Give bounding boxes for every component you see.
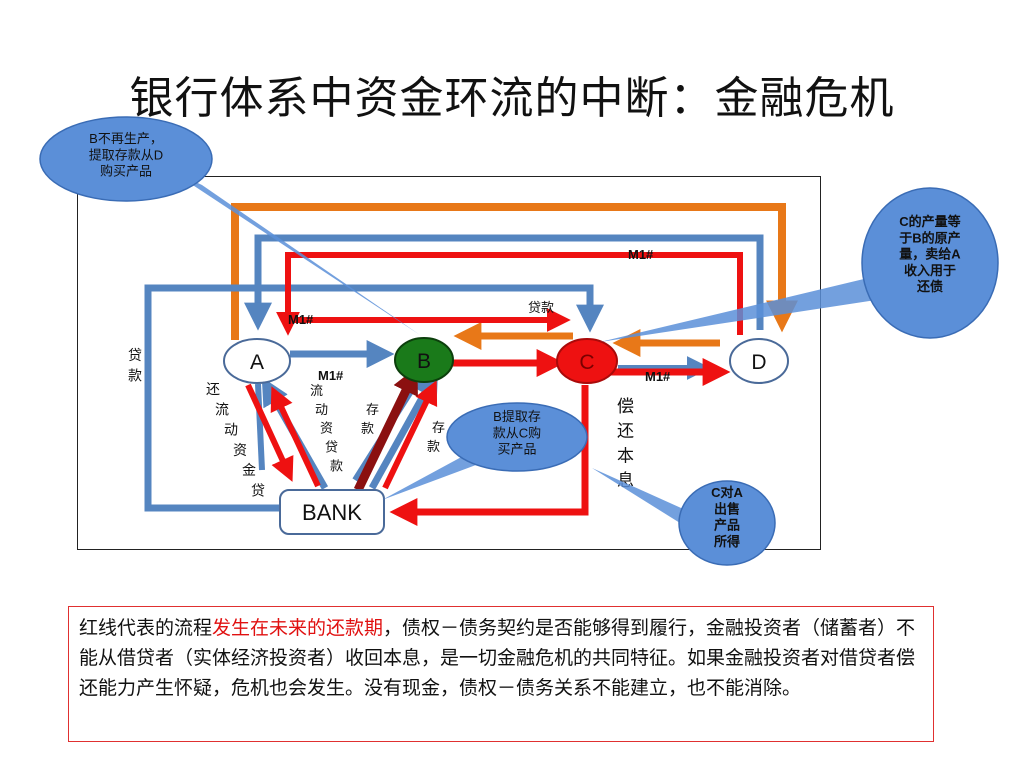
label-repay-principal-interest: 偿还本息 — [617, 397, 634, 491]
label-working-capital-loan: 流动资贷款 — [310, 384, 343, 474]
callout-c-to-a-tail — [592, 468, 690, 528]
darkred-flow-bank-to-b — [353, 366, 418, 492]
label-repay-working-capital: 还流动资金贷 — [206, 382, 265, 500]
callout-b-withdraw-text: B提取存款从C购买产品 — [493, 409, 541, 457]
label-deposit: 存款 — [361, 403, 379, 437]
label-m1-cd: M1# — [645, 369, 671, 384]
callout-b-stop-tail — [170, 170, 420, 335]
page-title: 银行体系中资金环流的中断：金融危机 — [129, 73, 895, 124]
callout-c-to-a — [678, 480, 776, 566]
node-c-label: C — [579, 351, 594, 374]
callout-b-withdraw — [446, 402, 588, 472]
blue-flow-a-to-bank — [255, 383, 265, 471]
label-loan-left: 贷款 — [128, 348, 142, 384]
red-flow-a-to-bank — [245, 383, 294, 482]
blue-flow-bank-loan-to-c — [144, 284, 604, 512]
node-a — [223, 338, 291, 384]
caption-box: 红线代表的流程发生在未来的还款期，债权－债务契约是否能够得到履行，金融投资者（储… — [68, 606, 934, 742]
caption-highlight: 发生在未来的还款期 — [212, 617, 384, 639]
caption-before: 红线代表的流程 — [79, 617, 213, 639]
red-flow-bank-to-b — [382, 380, 438, 490]
callout-b-stop — [39, 116, 213, 202]
label-m1-left: M1# — [288, 312, 314, 327]
node-bank — [279, 489, 385, 535]
node-d — [729, 338, 789, 384]
caption-after: ，债权－债务契约是否能够得到履行，金融投资者（储蓄者）不能从借贷者（实体经济投资… — [79, 617, 916, 699]
node-b-label: B — [417, 350, 431, 373]
orange-flow-a-to-d — [231, 203, 798, 340]
node-c — [556, 338, 618, 384]
label-m1-ab: M1# — [318, 368, 344, 383]
label-deposit-withdraw: 存款 — [427, 421, 445, 455]
red-flow-c-to-a-top — [276, 252, 743, 336]
callout-c-output-tail — [600, 278, 876, 342]
diagram-frame — [77, 176, 821, 550]
red-flow-bank-to-a — [270, 386, 321, 488]
node-b — [394, 337, 454, 383]
callout-c-output — [861, 187, 999, 339]
label-m1-top: M1# — [628, 247, 654, 262]
node-bank-label: BANK — [302, 500, 362, 525]
callout-b-withdraw-tail — [382, 448, 484, 500]
node-d-label: D — [751, 351, 766, 374]
label-loan-top: 贷款 — [528, 301, 554, 316]
blue-flow-d-to-a — [244, 234, 764, 331]
node-a-label: A — [250, 351, 264, 374]
